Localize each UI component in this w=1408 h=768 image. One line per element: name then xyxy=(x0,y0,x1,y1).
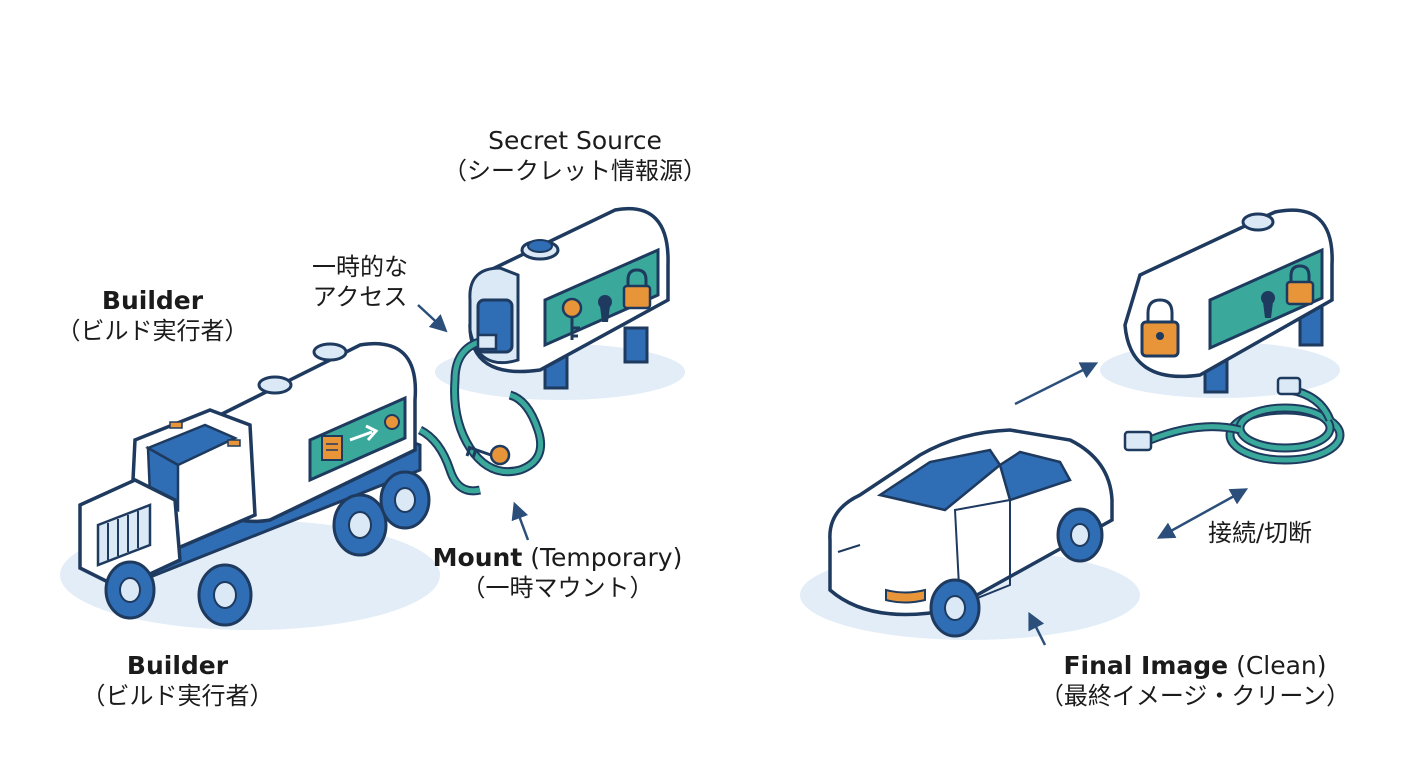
document-icon xyxy=(321,435,343,461)
final-image-label: Final Image (Clean) （最終イメージ・クリーン） xyxy=(1020,650,1370,711)
key-icon xyxy=(465,444,511,466)
detached-hose xyxy=(1123,376,1345,465)
secret-source-subtitle: （シークレット情報源） xyxy=(443,157,707,186)
arrow-icon xyxy=(349,424,379,442)
padlock-icon xyxy=(622,268,652,310)
mount-title-suffix: (Temporary) xyxy=(522,543,683,572)
temporary-access-line1: 一時的な xyxy=(312,253,408,281)
connect-disconnect-label: 接続/切断 xyxy=(1207,519,1313,547)
mount-hose xyxy=(417,333,546,496)
padlock-icon xyxy=(1140,298,1180,358)
secret-source-title: Secret Source xyxy=(488,126,662,155)
final-image-subtitle: （最終イメージ・クリーン） xyxy=(1039,682,1351,711)
builder-label-bottom: Builder （ビルド実行者） xyxy=(70,650,285,711)
builder-bottom-subtitle: （ビルド実行者） xyxy=(81,682,274,711)
key-icon xyxy=(384,414,400,430)
final-image-car xyxy=(800,428,1140,640)
callout-arrows xyxy=(417,304,1249,646)
keyhole-icon xyxy=(1261,291,1275,318)
builder-top-subtitle: （ビルド実行者） xyxy=(56,317,249,346)
temporary-access-label: 一時的な アクセス xyxy=(295,252,425,312)
builder-bottom-title: Builder xyxy=(126,651,229,680)
key-icon xyxy=(561,297,583,340)
mount-subtitle: （一時マウント） xyxy=(461,574,654,603)
secret-source-label: Secret Source （シークレット情報源） xyxy=(425,125,725,186)
final-image-title: Final Image xyxy=(1063,651,1229,680)
mount-label: Mount (Temporary) （一時マウント） xyxy=(420,542,695,603)
temporary-access-line2: アクセス xyxy=(312,283,408,311)
padlock-icon xyxy=(1285,264,1315,306)
builder-top-title: Builder xyxy=(101,286,204,315)
keyhole-icon xyxy=(598,295,612,322)
builder-truck xyxy=(60,342,440,630)
final-image-title-suffix: (Clean) xyxy=(1228,651,1327,680)
mount-title: Mount xyxy=(432,543,523,572)
builder-label-top: Builder （ビルド実行者） xyxy=(45,285,260,346)
